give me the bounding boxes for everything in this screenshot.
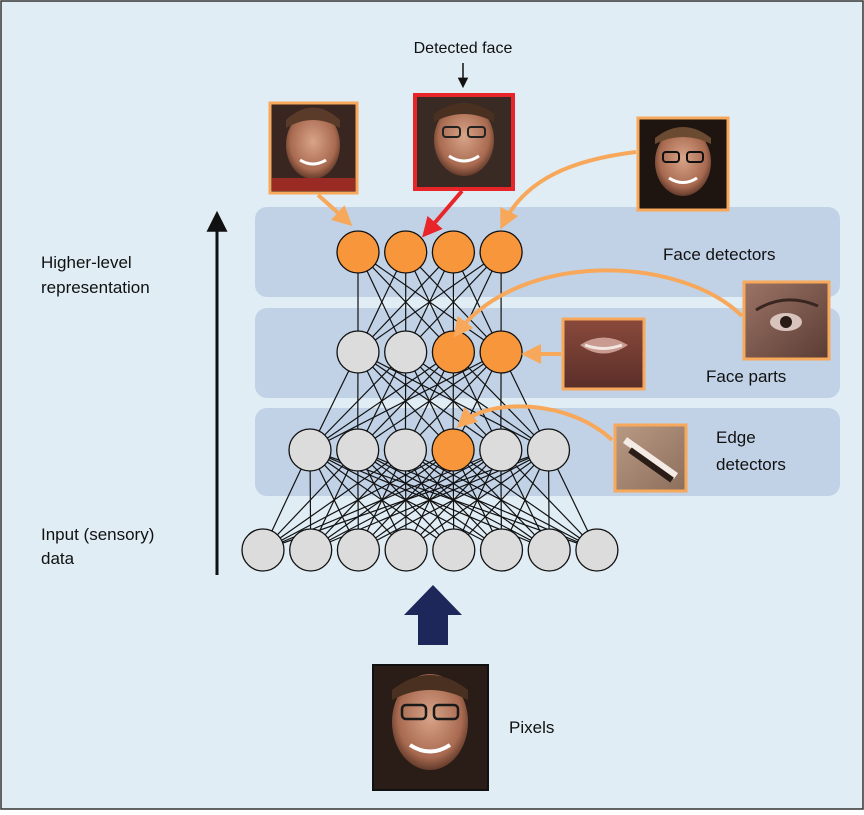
mouth-patch-icon (563, 319, 644, 389)
face-detectors-label: Face detectors (663, 245, 775, 264)
face-photo-right (638, 118, 728, 210)
face-parts-label: Face parts (706, 367, 786, 386)
face-photo-left (270, 103, 357, 193)
node-edge-detectors-0 (289, 429, 331, 471)
node-face-parts-2 (432, 331, 474, 373)
node-face-parts-1 (385, 331, 427, 373)
node-input-2 (337, 529, 379, 571)
node-input-3 (385, 529, 427, 571)
higher-level-label-line1: Higher-level (41, 253, 132, 272)
node-input-7 (576, 529, 618, 571)
higher-level-label-line2: representation (41, 278, 150, 297)
node-edge-detectors-1 (337, 429, 379, 471)
node-input-1 (290, 529, 332, 571)
node-edge-detectors-5 (528, 429, 570, 471)
edge-detectors-label-line2: detectors (716, 455, 786, 474)
pixels-face-photo (373, 665, 488, 790)
node-edge-detectors-4 (480, 429, 522, 471)
input-label-line1: Input (sensory) (41, 525, 154, 544)
node-face-detectors-0 (337, 231, 379, 273)
edge-patch-icon (615, 425, 686, 491)
node-face-parts-3 (480, 331, 522, 373)
node-input-5 (481, 529, 523, 571)
edge-detectors-label-line1: Edge (716, 428, 756, 447)
node-edge-detectors-2 (384, 429, 426, 471)
pixels-label: Pixels (509, 718, 554, 737)
node-face-parts-0 (337, 331, 379, 373)
eye-patch-icon (744, 282, 829, 359)
node-input-0 (242, 529, 284, 571)
node-input-6 (528, 529, 570, 571)
face-photo-detected (415, 95, 513, 189)
node-input-4 (433, 529, 475, 571)
input-label-line2: data (41, 549, 75, 568)
node-face-detectors-3 (480, 231, 522, 273)
node-face-detectors-2 (432, 231, 474, 273)
node-face-detectors-1 (385, 231, 427, 273)
detected-face-label: Detected face (414, 40, 513, 57)
node-edge-detectors-3 (432, 429, 474, 471)
